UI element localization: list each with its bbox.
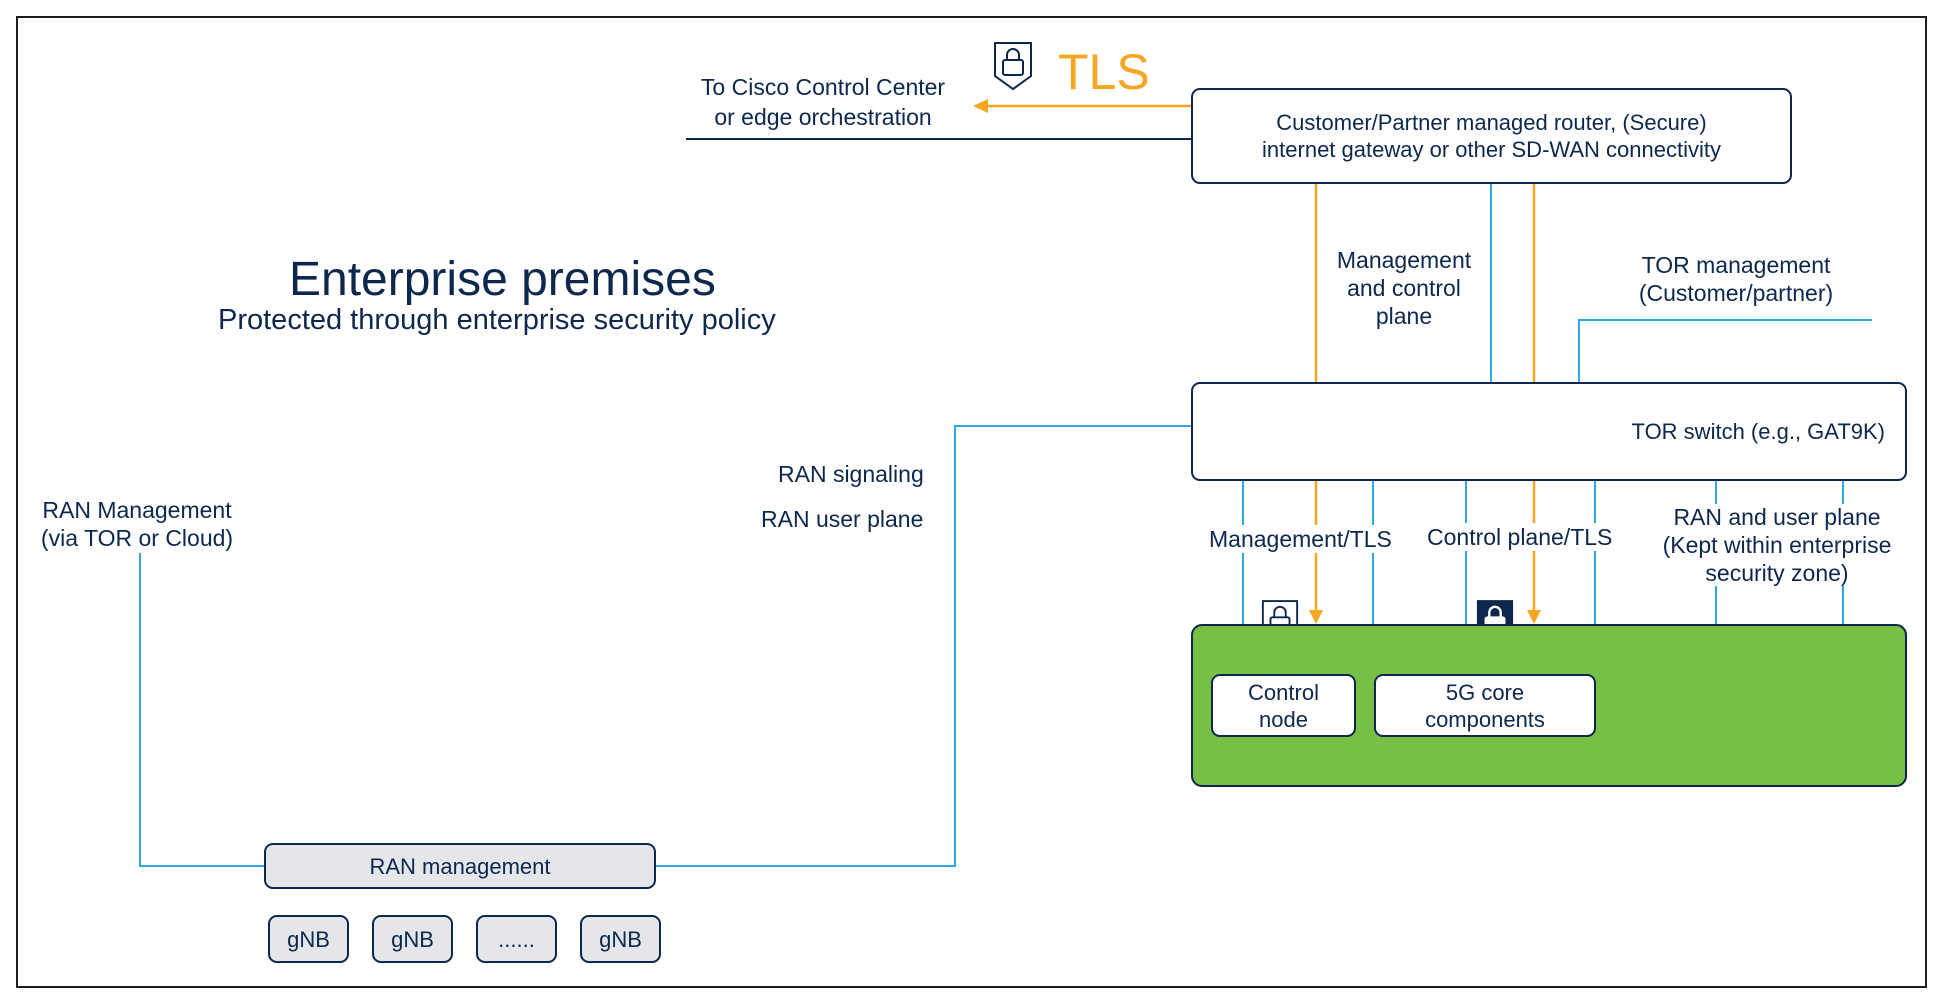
tls-label: TLS xyxy=(1058,44,1150,100)
ran-management-via-label: RAN Management (via TOR or Cloud) xyxy=(40,497,234,551)
router-box: Customer/Partner managed router, (Secure… xyxy=(1191,88,1792,184)
diagram-frame xyxy=(16,16,1927,988)
tor-switch-box: TOR switch (e.g., GAT9K) xyxy=(1191,382,1907,481)
arrow-left-icon xyxy=(973,99,988,113)
wire-ran-management-uplink xyxy=(139,553,264,867)
control-node-box: Control node xyxy=(1211,674,1356,737)
gnb-node: gNB xyxy=(580,915,661,963)
control-plane-tls-label: Control plane/TLS xyxy=(1427,523,1613,551)
cloud-destination-label: To Cisco Control Center or edge orchestr… xyxy=(700,74,946,130)
gnb-node: gNB xyxy=(372,915,453,963)
tor-management-label: TOR management (Customer/partner) xyxy=(1638,252,1834,306)
ran-signaling-label: RAN signaling xyxy=(778,461,924,487)
core-components-box: 5G core components xyxy=(1374,674,1596,737)
ran-user-plane-kept-label: RAN and user plane (Kept within enterpri… xyxy=(1662,504,1892,586)
ran-user-plane-label: RAN user plane xyxy=(761,506,924,532)
shield-lock-icon xyxy=(994,42,1032,91)
arrow-down-icon xyxy=(1527,610,1541,624)
gnb-node: gNB xyxy=(268,915,349,963)
page-subtitle: Protected through enterprise security po… xyxy=(218,304,776,336)
ran-management-box: RAN management xyxy=(264,843,656,889)
gnb-node-ellipsis: ...... xyxy=(476,915,557,963)
wire-tor-management xyxy=(1578,319,1872,382)
tor-switch-label: TOR switch (e.g., GAT9K) xyxy=(1631,419,1885,444)
page-title: Enterprise premises xyxy=(289,253,716,306)
management-control-plane-label: Management and control plane xyxy=(1336,247,1472,329)
arrow-down-icon xyxy=(1309,610,1323,624)
management-tls-label: Management/TLS xyxy=(1209,525,1392,553)
wire-ran-to-tor xyxy=(656,425,1191,867)
